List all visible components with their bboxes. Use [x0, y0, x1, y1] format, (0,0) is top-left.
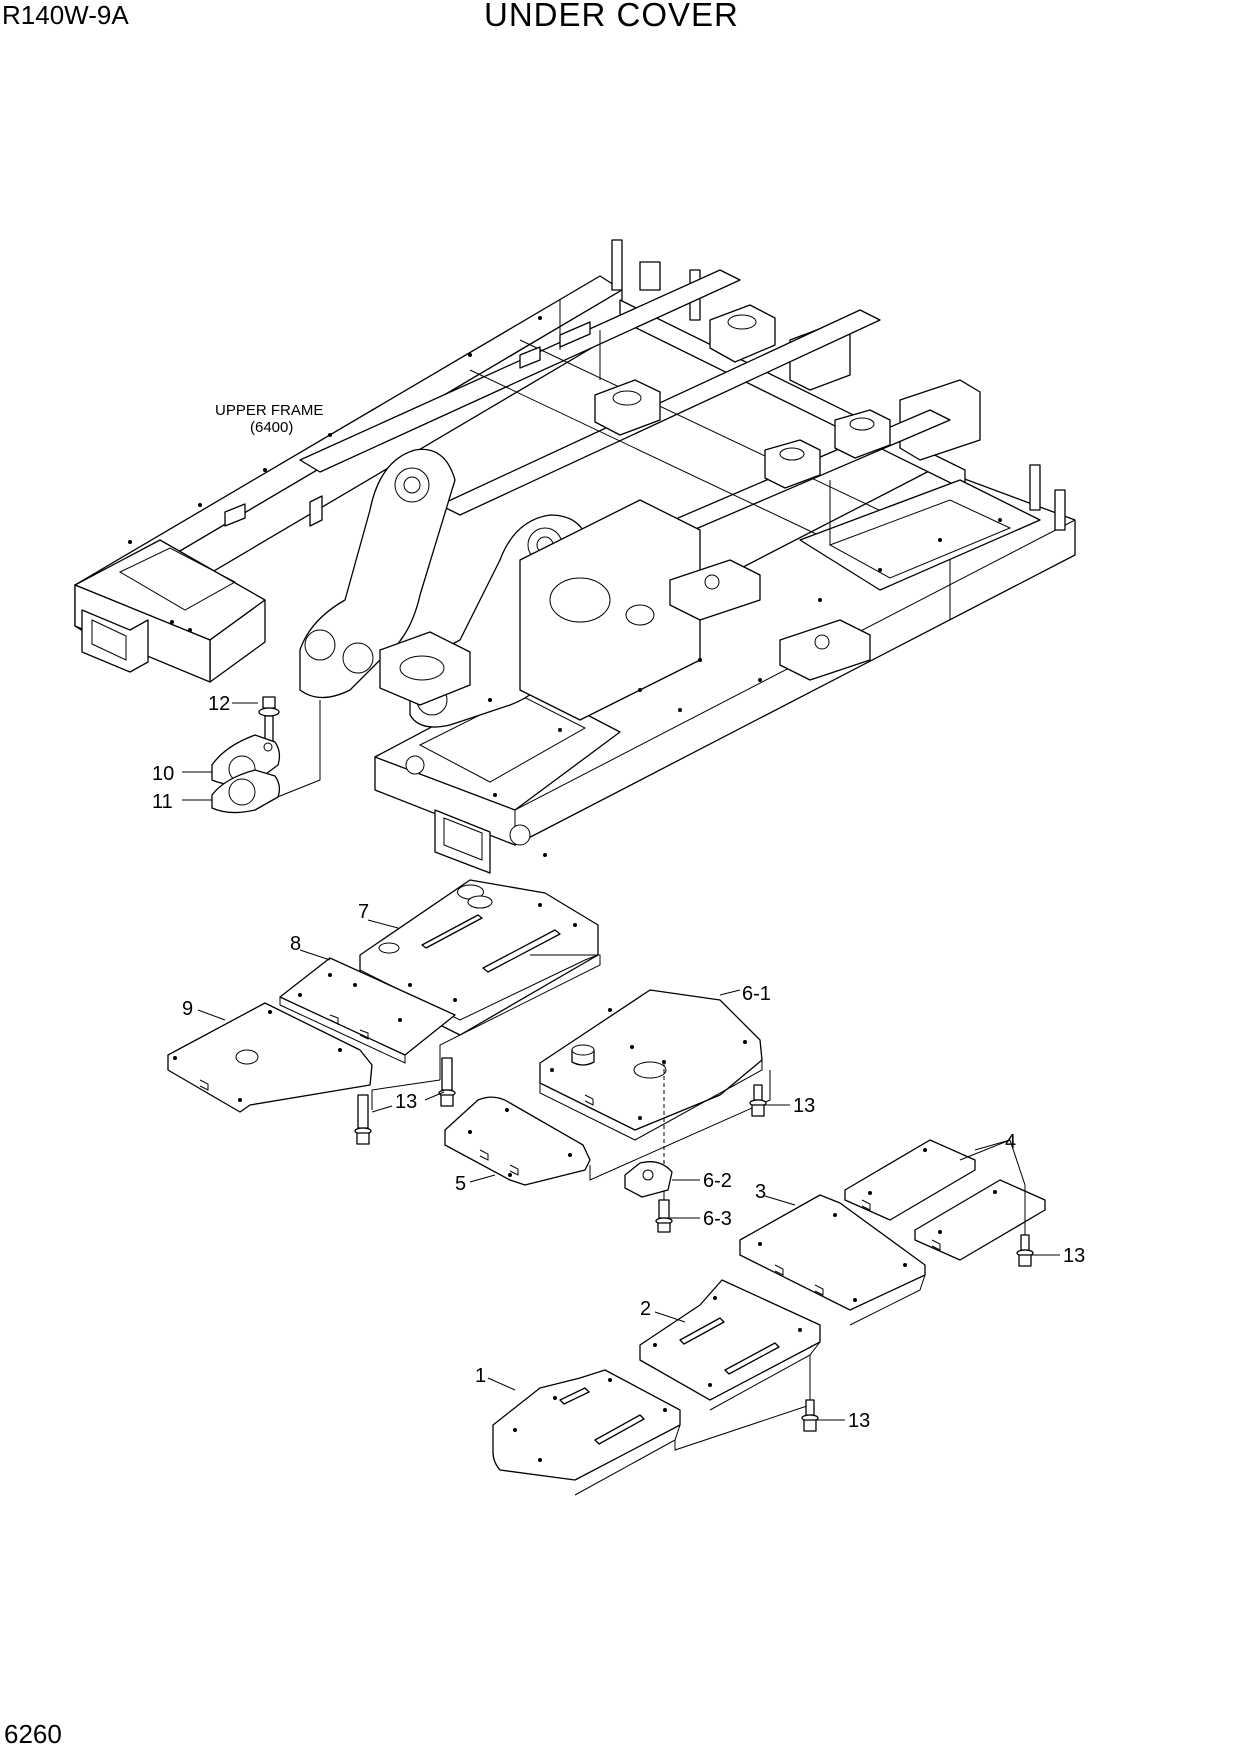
item-6-1-cover	[539, 989, 763, 1141]
item-5-cover	[444, 1070, 771, 1186]
item-13-bolt-a	[438, 1057, 456, 1107]
item-6-2-plate	[624, 1161, 700, 1198]
item-12-bolt	[232, 696, 280, 746]
item-13-bolt-d	[1016, 1234, 1060, 1267]
item-13-bolt-e	[801, 1399, 845, 1432]
item-9-cover	[167, 1002, 373, 1113]
callout-12: 12	[208, 693, 230, 715]
callout-13-c: 13	[1063, 1245, 1085, 1267]
callout-10: 10	[152, 763, 174, 785]
item-2-cover	[639, 1279, 821, 1411]
callout-6-1: 6-1	[742, 983, 771, 1005]
callout-2: 2	[640, 1298, 651, 1320]
callout-6-2: 6-2	[703, 1170, 732, 1192]
callout-1: 1	[475, 1365, 486, 1387]
item-4-cover-b	[914, 1179, 1046, 1261]
callout-7: 7	[358, 901, 369, 923]
item-1-cover	[487, 1369, 811, 1496]
callout-4: 4	[1005, 1131, 1016, 1153]
callout-5: 5	[455, 1173, 466, 1195]
callout-11: 11	[152, 791, 173, 813]
item-3-cover	[739, 1194, 926, 1326]
page-title: UNDER COVER	[484, 0, 739, 33]
upper-frame	[74, 239, 1076, 874]
model-number: R140W-9A	[2, 0, 129, 30]
item-13-bolt-b	[354, 1094, 372, 1145]
frame-code: (6400)	[250, 419, 293, 436]
item-11-gasket	[182, 769, 281, 814]
callout-9: 9	[182, 998, 193, 1020]
callout-13-b: 13	[793, 1095, 815, 1117]
callout-3: 3	[755, 1181, 766, 1203]
item-6-3-bolt	[655, 1199, 700, 1233]
callout-6-3: 6-3	[703, 1208, 732, 1230]
callout-8: 8	[290, 933, 301, 955]
callout-13-d: 13	[848, 1410, 870, 1432]
item-8-cover	[279, 949, 456, 1064]
page-number: 6260	[4, 1719, 62, 1749]
callout-13-a: 13	[395, 1091, 417, 1113]
frame-label: UPPER FRAME	[215, 402, 323, 419]
item-13-bolt-c	[749, 1084, 790, 1117]
item-4-cover-a	[844, 1139, 976, 1221]
